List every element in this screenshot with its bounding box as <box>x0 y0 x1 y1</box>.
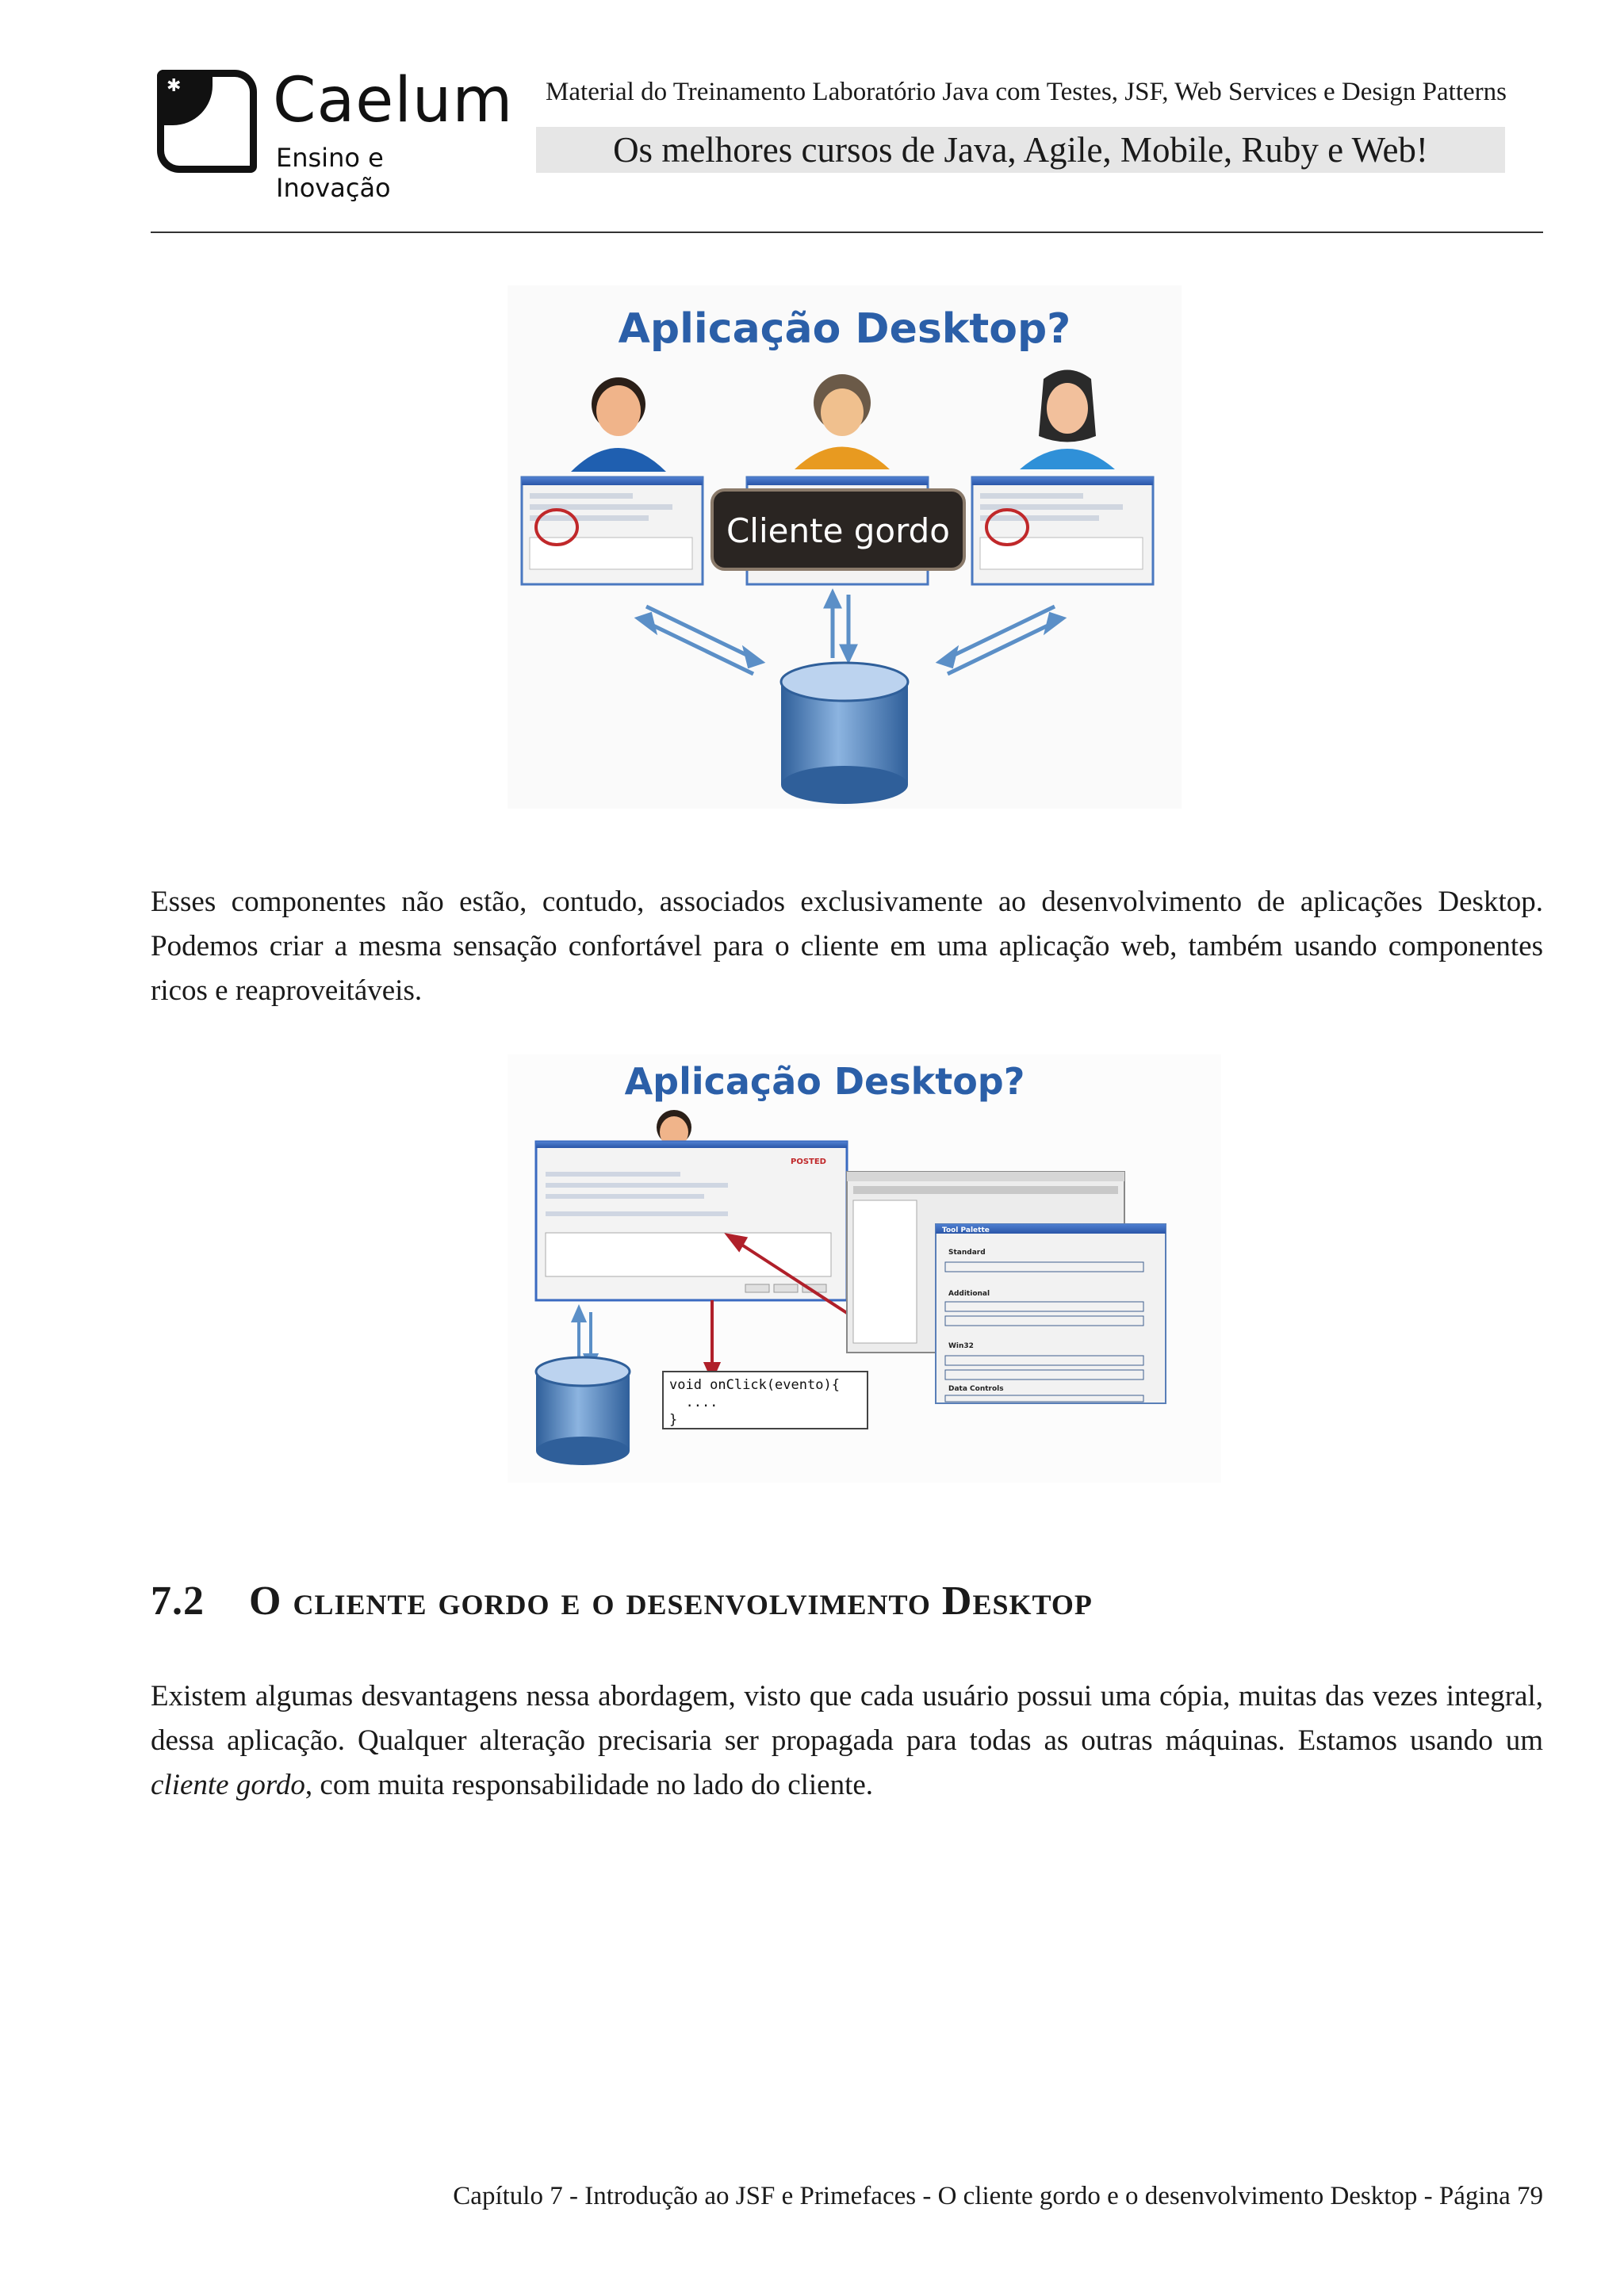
event-handler-code: void onClick(evento){ .... } <box>662 1371 868 1429</box>
section-number: 7.2 <box>151 1578 205 1624</box>
svg-text:}: } <box>669 1412 677 1428</box>
header-course-title: Material do Treinamento Laboratório Java… <box>546 78 1507 106</box>
svg-text:POSTED: POSTED <box>791 1158 826 1166</box>
tool-palette: Tool Palette Standard Additional Win32 D… <box>935 1223 1166 1404</box>
header-divider <box>151 232 1543 233</box>
caelum-logo: ✱ Caelum Ensino e Inovação <box>157 65 512 203</box>
paragraph-text-start: Existem algumas desvantagens nessa abord… <box>151 1680 1543 1757</box>
sync-arrows <box>634 588 1067 676</box>
svg-text:Additional: Additional <box>948 1290 990 1298</box>
section-title: O cliente gordo e o desenvolvimento Desk… <box>249 1578 1093 1624</box>
desktop-window-right <box>971 476 1155 586</box>
svg-text:void onClick(evento){: void onClick(evento){ <box>669 1377 840 1393</box>
paragraph-fat-client: Existem algumas desvantagens nessa abord… <box>151 1674 1543 1808</box>
svg-text:Standard: Standard <box>948 1249 986 1257</box>
logo-name: Caelum <box>273 65 514 136</box>
user-icon-orange <box>795 374 890 469</box>
emphasis-fat-client: cliente gordo <box>151 1769 305 1801</box>
fat-client-label: Cliente gordo <box>710 488 966 571</box>
user-icon-female <box>1020 369 1115 469</box>
logo-tagline: Ensino e Inovação <box>276 143 391 203</box>
svg-text:Data Controls: Data Controls <box>948 1385 1004 1393</box>
figure2-title: Aplicação Desktop? <box>625 1060 1025 1103</box>
database-icon <box>779 661 910 804</box>
figure1-title: Aplicação Desktop? <box>619 305 1071 353</box>
section-heading: 7.2 O cliente gordo e o desenvolvimento D… <box>151 1578 1093 1624</box>
database-icon <box>534 1356 631 1465</box>
user-icon-blue <box>571 377 666 472</box>
svg-text:Win32: Win32 <box>948 1342 974 1350</box>
svg-text:Tool Palette: Tool Palette <box>942 1226 990 1234</box>
paragraph-intro: Esses componentes não estão, contudo, as… <box>151 886 1543 1007</box>
figure-desktop-fat-client: Aplicação Desktop? <box>508 285 1182 809</box>
svg-text:....: .... <box>669 1395 718 1410</box>
desktop-window-left <box>520 476 704 586</box>
logo-mark <box>157 70 257 173</box>
page-footer: Capítulo 7 - Introdução ao JSF e Primefa… <box>453 2182 1543 2210</box>
figure-desktop-components: Aplicação Desktop? POSTED <box>508 1054 1221 1483</box>
svg-text:Cliente gordo: Cliente gordo <box>726 511 950 550</box>
paragraph-text-end: , com muita responsabilidade no lado do … <box>304 1769 874 1801</box>
invoice-form-window: POSTED <box>534 1140 848 1302</box>
star-icon: ✱ <box>167 76 182 96</box>
header-slogan: Os melhores cursos de Java, Agile, Mobil… <box>536 127 1505 173</box>
